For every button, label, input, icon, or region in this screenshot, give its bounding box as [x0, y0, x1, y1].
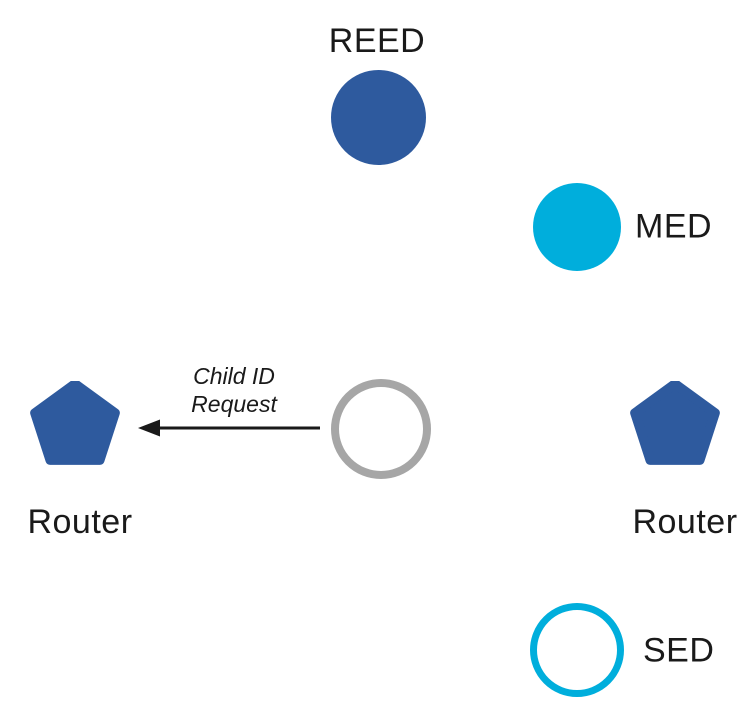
- child-id-request-arrow: [138, 419, 320, 437]
- edge-label-line1: Child ID: [193, 363, 275, 389]
- router-right-node-pentagon: [630, 381, 720, 465]
- med-label: MED: [635, 207, 713, 246]
- edge-label-child-id-request: Child ID Request: [191, 362, 277, 418]
- router-left-node-pentagon: [30, 381, 120, 465]
- med-node-circle: [533, 183, 621, 271]
- reed-node-circle: [331, 70, 426, 165]
- router-right-label: Router: [632, 503, 738, 541]
- sed-label: SED: [643, 631, 715, 670]
- reed-label: REED: [328, 22, 426, 60]
- edge-label-line2: Request: [191, 391, 277, 417]
- router-left-label: Router: [27, 503, 133, 541]
- sed-node-circle: [530, 603, 624, 697]
- joiner-node-circle: [331, 379, 431, 479]
